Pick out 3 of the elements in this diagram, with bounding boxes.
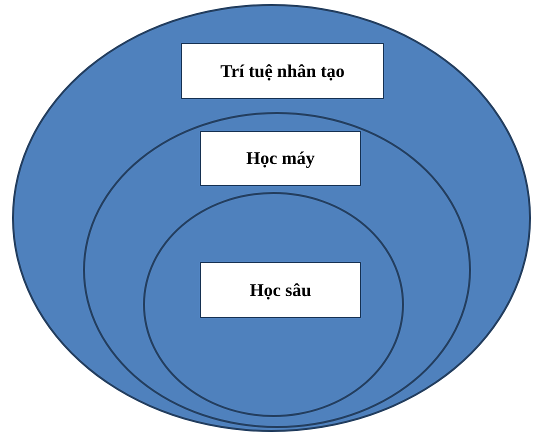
label-box: Trí tuệ nhân tạo xyxy=(181,43,384,99)
label-box: Học sâu xyxy=(200,262,361,318)
label-box: Học máy xyxy=(200,131,361,186)
